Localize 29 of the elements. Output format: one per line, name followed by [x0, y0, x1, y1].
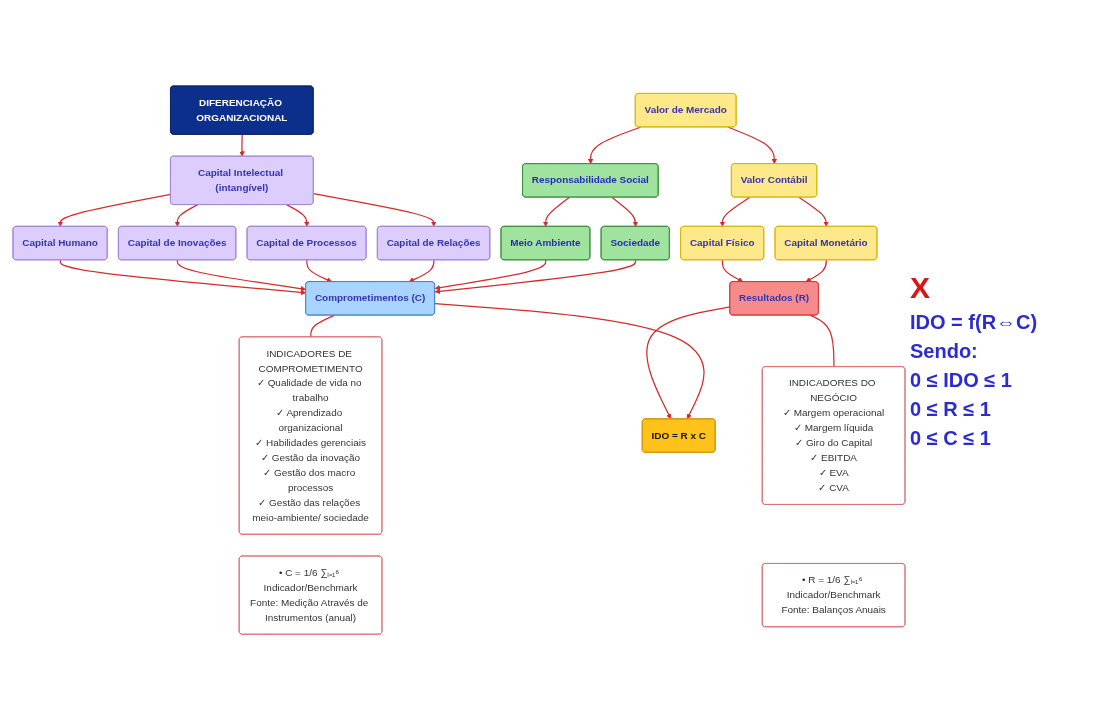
arrow: [434, 259, 637, 294]
arrow: [542, 196, 570, 227]
formula-text: 0 ≤ IDO ≤ 1: [910, 368, 1012, 392]
arrow: [176, 259, 307, 292]
arrow: [174, 204, 199, 227]
arrow: [306, 259, 333, 283]
arrow: [798, 196, 829, 227]
arrow: [434, 259, 547, 291]
arrow: [408, 259, 435, 283]
arrow: [286, 204, 310, 227]
connector: [809, 314, 835, 368]
multiply-sign: X: [910, 270, 930, 305]
arrow: [805, 259, 827, 282]
arrow: [312, 193, 437, 227]
formula-text: Sendo:: [910, 339, 978, 363]
arrow: [646, 306, 731, 420]
formula-text: 0 ≤ C ≤ 1: [910, 426, 991, 450]
formula-text: 0 ≤ R ≤ 1: [910, 397, 991, 421]
connector: [310, 314, 335, 338]
arrow: [587, 126, 642, 165]
arrow: [727, 126, 778, 165]
arrow: [59, 259, 307, 296]
arrow: [57, 193, 172, 227]
arrow: [434, 302, 705, 420]
arrow: [719, 196, 751, 227]
arrow: [721, 259, 744, 282]
formula-text: IDO = f(R⇔C): [910, 310, 1038, 334]
arrow: [239, 134, 245, 157]
arrow: [611, 196, 639, 227]
